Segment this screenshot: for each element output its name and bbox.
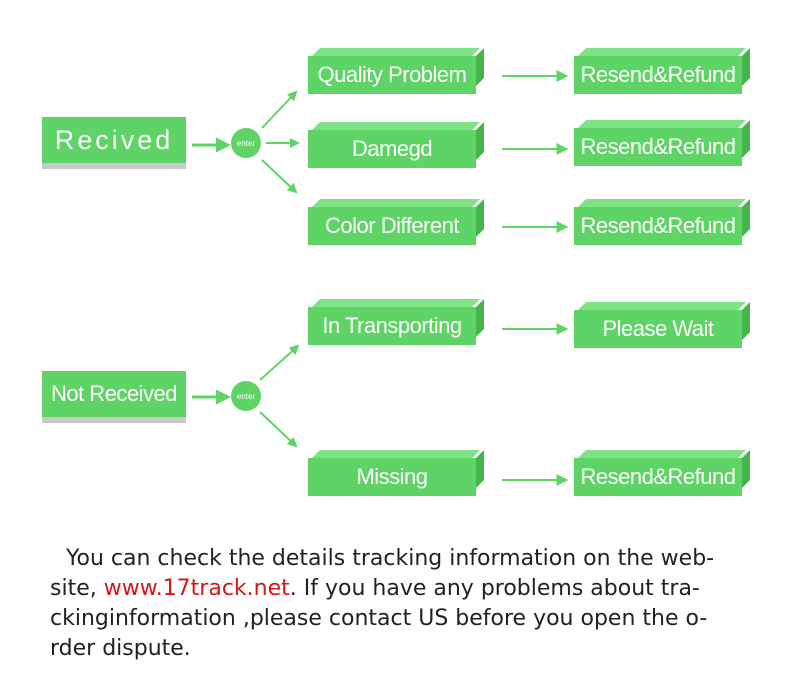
- problem-missing: Missing: [308, 458, 476, 496]
- enter-node-received: enter: [231, 128, 261, 158]
- arrow-enter-missing: [259, 411, 298, 448]
- result-quality: Resend&Refund: [574, 56, 742, 94]
- note-text-start: You can check the details tracking infor…: [50, 546, 715, 601]
- arrow-enter-color: [261, 159, 298, 194]
- result-color: Resend&Refund: [574, 207, 742, 245]
- note-text-end: . If you have any problems about tra-cki…: [50, 576, 708, 661]
- source-received: Recived: [42, 117, 186, 169]
- problem-quality: Quality Problem: [308, 56, 476, 94]
- arrow-enter-transporting: [259, 344, 300, 381]
- problem-damaged: Damegd: [308, 130, 476, 168]
- result-missing: Resend&Refund: [574, 458, 742, 496]
- problem-color: Color Different: [308, 207, 476, 245]
- result-transporting: Please Wait: [574, 310, 742, 348]
- enter-node-not-received: enter: [231, 381, 261, 411]
- source-not-received: Not Received: [42, 371, 186, 423]
- tracking-link[interactable]: www.17track.net: [103, 576, 290, 601]
- problem-transporting: In Transporting: [308, 307, 476, 345]
- tracking-note: You can check the details tracking infor…: [50, 544, 750, 664]
- arrow-enter-quality: [261, 90, 298, 129]
- result-damaged: Resend&Refund: [574, 128, 742, 166]
